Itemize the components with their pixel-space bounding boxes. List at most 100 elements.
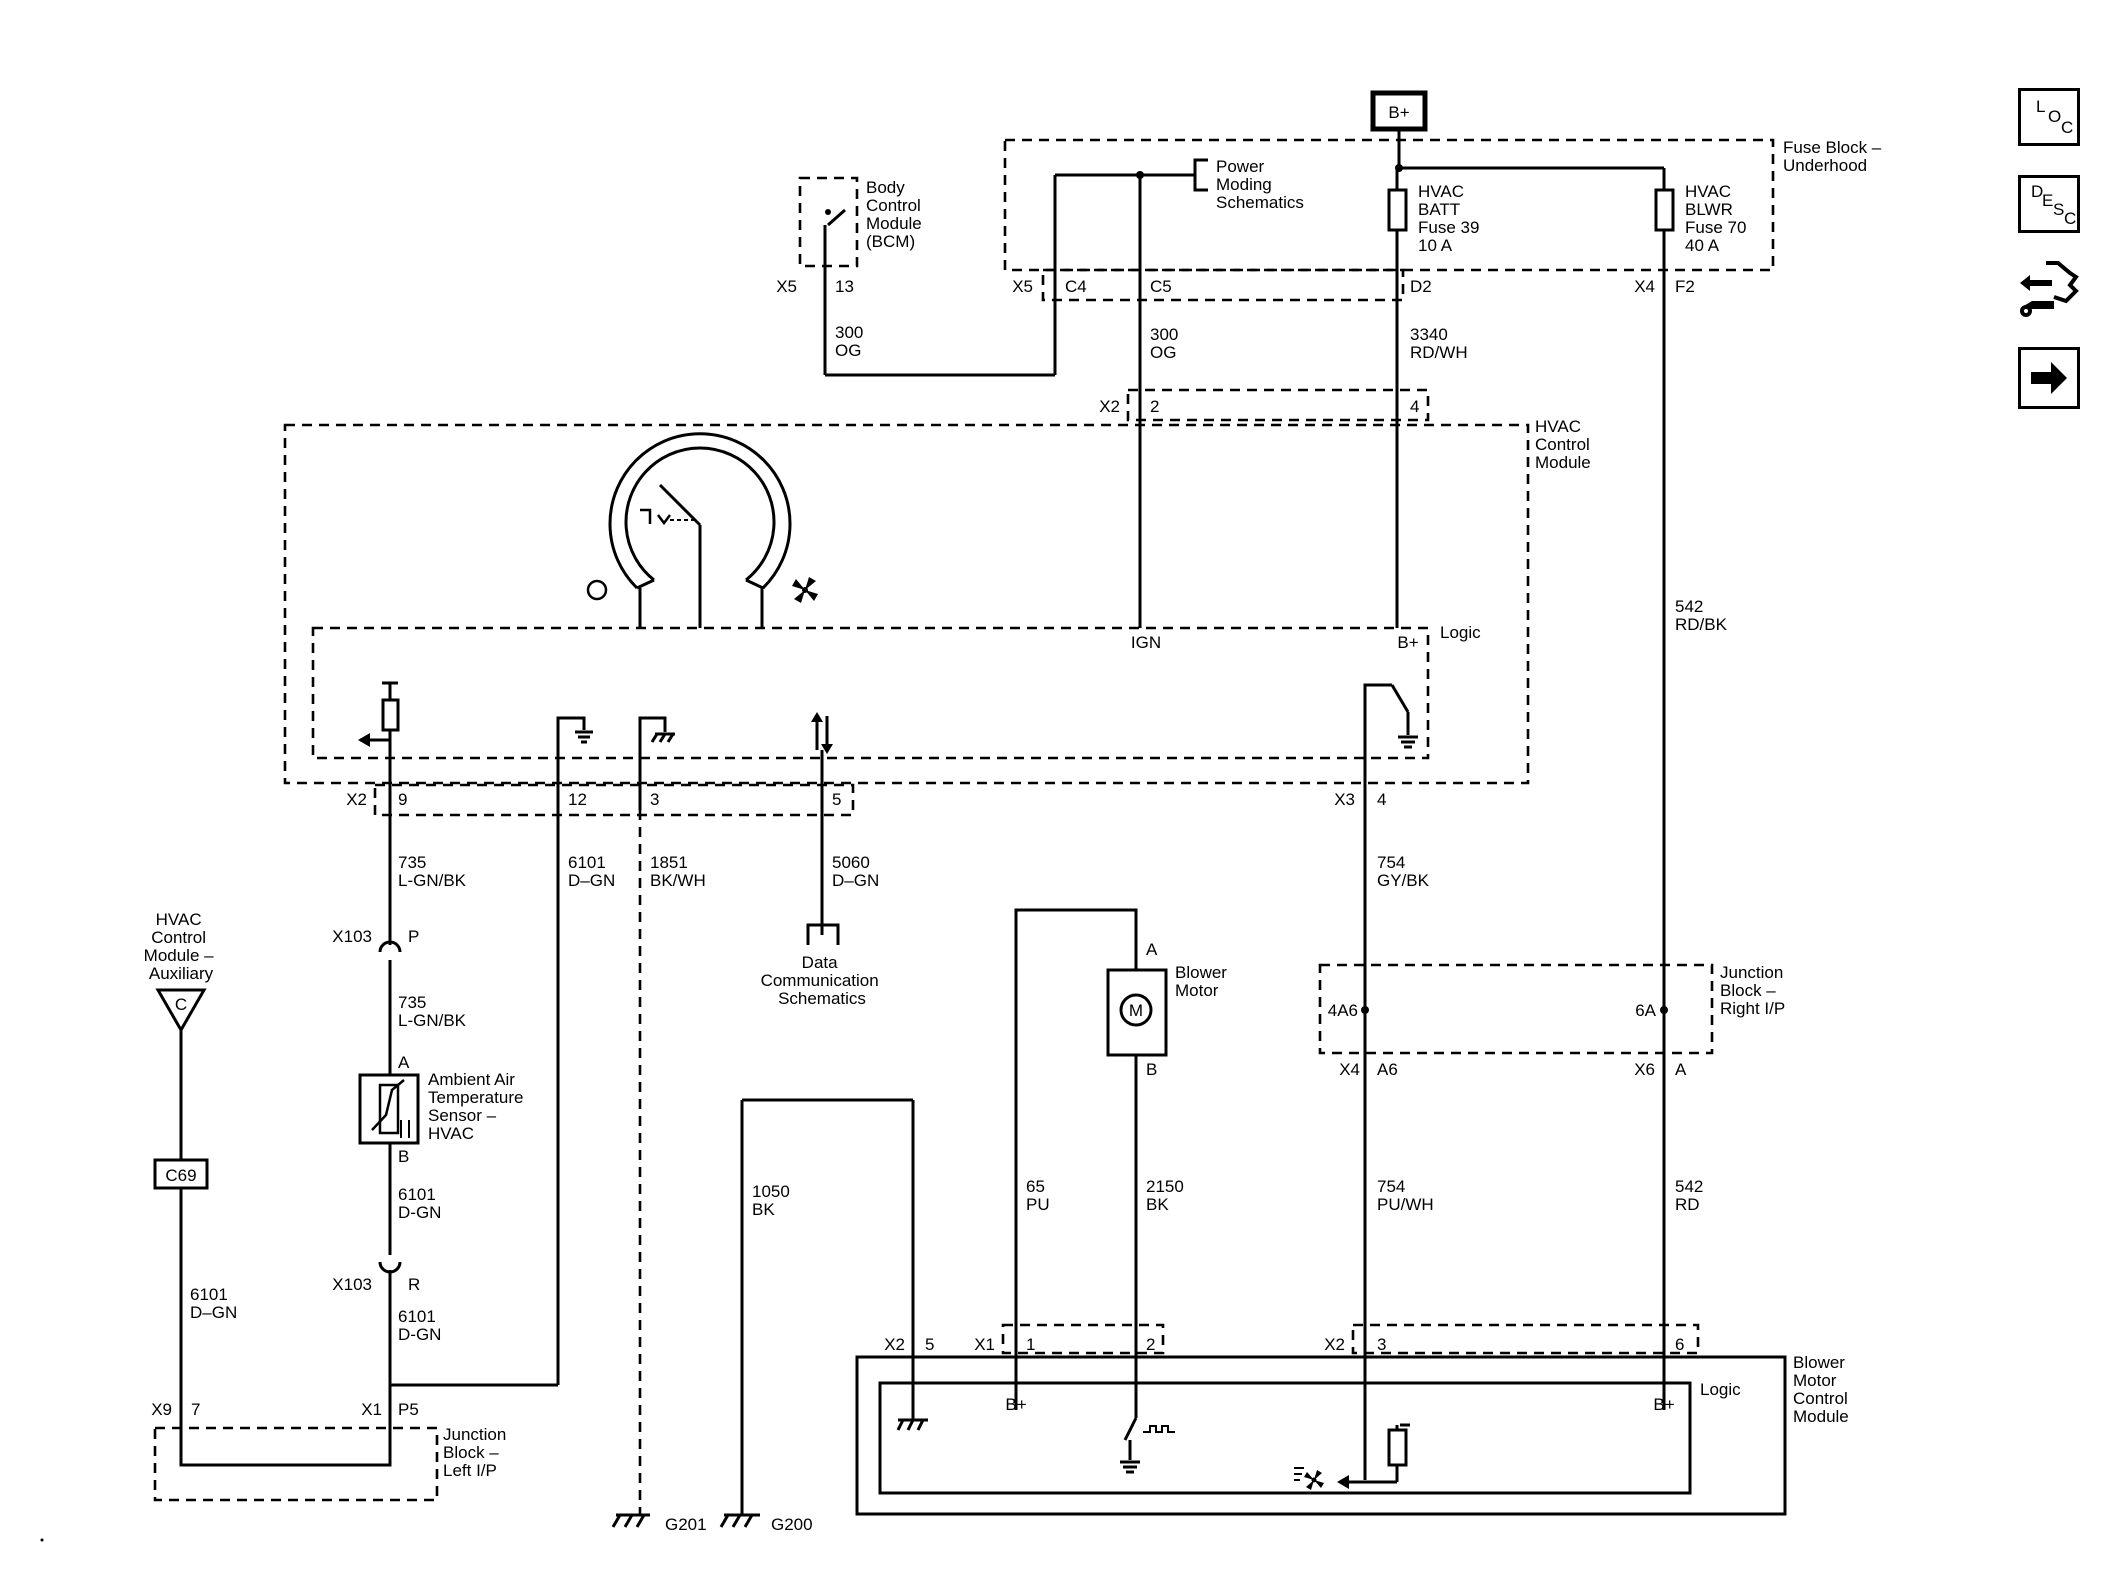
svg-text:X6: X6: [1634, 1060, 1655, 1079]
svg-text:542 RD: 542 RD: [1675, 1177, 1708, 1214]
svg-text:4: 4: [1377, 790, 1386, 809]
svg-text:2: 2: [1150, 397, 1159, 416]
blower-motor-control-module: [855, 1355, 1787, 1516]
junction-block-left-label: Junction Block – Left I/P: [443, 1425, 511, 1480]
svg-text:X2: X2: [346, 790, 367, 809]
svg-text:7: 7: [191, 1400, 200, 1419]
blower-speed-icon: [1294, 1467, 1324, 1490]
svg-text:A: A: [1675, 1060, 1687, 1079]
svg-text:B+: B+: [1005, 1395, 1026, 1414]
svg-text:1851 BK/WH: 1851 BK/WH: [650, 853, 706, 890]
off-position-icon: [586, 579, 608, 601]
svg-text:6101 D-GN: 6101 D-GN: [398, 1307, 441, 1344]
svg-text:F2: F2: [1675, 277, 1695, 296]
component-icon: [2020, 261, 2079, 317]
svg-text:65 PU: 65 PU: [1026, 1177, 1050, 1214]
svg-text:3: 3: [1377, 1335, 1386, 1354]
svg-text:C69: C69: [165, 1166, 196, 1185]
svg-text:6101 D–GN: 6101 D–GN: [568, 853, 615, 890]
data-communication-label: Data Communication Schematics: [761, 953, 884, 1008]
hvac-control-module: [283, 423, 1530, 785]
svg-text:X1: X1: [361, 1400, 382, 1419]
svg-text:P5: P5: [398, 1400, 419, 1419]
svg-text:X103: X103: [332, 927, 372, 946]
bmcm-label: Blower Motor Control Module: [1793, 1353, 1853, 1426]
bcm-box: [798, 176, 859, 268]
svg-text:9: 9: [398, 790, 407, 809]
svg-text:R: R: [408, 1275, 420, 1294]
svg-text:M: M: [1129, 1001, 1143, 1020]
ambient-sensor-label: Ambient Air Temperature Sensor – HVAC: [428, 1070, 528, 1143]
svg-text:5: 5: [925, 1335, 934, 1354]
locator-button[interactable]: L O C: [2018, 88, 2080, 146]
fuse-39: [1387, 188, 1408, 232]
bplus-top-label: B+: [1388, 103, 1409, 122]
svg-text:A: A: [1146, 940, 1158, 959]
svg-text:X103: X103: [332, 1275, 372, 1294]
blower-motor-label: Blower Motor: [1175, 963, 1232, 1000]
junction-block-left: [153, 1426, 439, 1502]
description-button[interactable]: D E S C: [2018, 175, 2080, 233]
svg-text:6101 D–GN: 6101 D–GN: [190, 1285, 237, 1322]
junction-block-right-label: Junction Block – Right I/P: [1720, 963, 1788, 1018]
junction-block-right: [1318, 963, 1714, 1055]
hvac-aux-label: HVAC Control Module – Auxiliary: [144, 910, 219, 983]
fan-icon: [792, 577, 818, 603]
svg-text:300 OG: 300 OG: [835, 323, 868, 360]
svg-text:B: B: [398, 1147, 409, 1166]
svg-text:X1: X1: [974, 1335, 995, 1354]
svg-text:X9: X9: [151, 1400, 172, 1419]
svg-text:5: 5: [832, 790, 841, 809]
svg-text:6: 6: [1675, 1335, 1684, 1354]
svg-text:X5: X5: [1012, 277, 1033, 296]
blower-switch-dial: [608, 432, 792, 590]
svg-text:X2: X2: [1099, 397, 1120, 416]
x103-p-connector: [378, 940, 402, 953]
svg-text:754 GY/BK: 754 GY/BK: [1377, 853, 1430, 890]
hvac-aux-connector: [155, 988, 207, 1034]
component-view-button[interactable]: [2018, 257, 2080, 327]
svg-text:Logic: Logic: [1700, 1380, 1741, 1399]
svg-text:X4: X4: [1634, 277, 1655, 296]
svg-text:Logic: Logic: [1440, 623, 1481, 642]
svg-text:B: B: [1146, 1060, 1157, 1079]
power-moding-label: Power Moding Schematics: [1216, 157, 1304, 212]
svg-text:6A: 6A: [1635, 1001, 1656, 1020]
svg-text:IGN: IGN: [1131, 633, 1161, 652]
svg-text:A6: A6: [1377, 1060, 1398, 1079]
svg-text:5060 D–GN: 5060 D–GN: [832, 853, 879, 890]
svg-text:A: A: [398, 1053, 410, 1072]
svg-text:4A6: 4A6: [1328, 1001, 1358, 1020]
svg-text:G201: G201: [665, 1515, 707, 1534]
next-page-icon: [2031, 362, 2067, 394]
fuse-block-label: Fuse Block – Underhood: [1783, 138, 1886, 175]
fuse-39-label: HVAC BATT Fuse 39 10 A: [1418, 182, 1484, 255]
svg-text:542 RD/BK: 542 RD/BK: [1675, 597, 1728, 634]
svg-text:3340 RD/WH: 3340 RD/WH: [1410, 325, 1468, 362]
svg-text:X3: X3: [1334, 790, 1355, 809]
bcm-label: Body Control Module (BCM): [866, 178, 927, 251]
svg-text:D2: D2: [1410, 277, 1432, 296]
fuse-70-label: HVAC BLWR Fuse 70 40 A: [1685, 182, 1751, 255]
svg-text:C5: C5: [1150, 277, 1172, 296]
hvac-logic-block: [311, 626, 1430, 760]
svg-text:754 PU/WH: 754 PU/WH: [1377, 1177, 1434, 1214]
svg-text:C4: C4: [1065, 277, 1087, 296]
svg-text:4: 4: [1410, 397, 1419, 416]
svg-text:735 L-GN/BK: 735 L-GN/BK: [398, 853, 467, 890]
next-page-button[interactable]: [2018, 347, 2080, 409]
hvac-control-module-label: HVAC Control Module: [1535, 417, 1595, 472]
svg-text:6101 D-GN: 6101 D-GN: [398, 1185, 441, 1222]
svg-text:C: C: [175, 995, 187, 1014]
svg-text:X2: X2: [884, 1335, 905, 1354]
svg-text:12: 12: [568, 790, 587, 809]
svg-text:1: 1: [1026, 1335, 1035, 1354]
svg-text:P: P: [408, 927, 419, 946]
bmcm-logic-block: [878, 1381, 1692, 1495]
svg-text:3: 3: [650, 790, 659, 809]
svg-text:2: 2: [1146, 1335, 1155, 1354]
svg-text:G200: G200: [771, 1515, 813, 1534]
svg-text:735 L-GN/BK: 735 L-GN/BK: [398, 993, 467, 1030]
svg-text:2150 BK: 2150 BK: [1146, 1177, 1189, 1214]
